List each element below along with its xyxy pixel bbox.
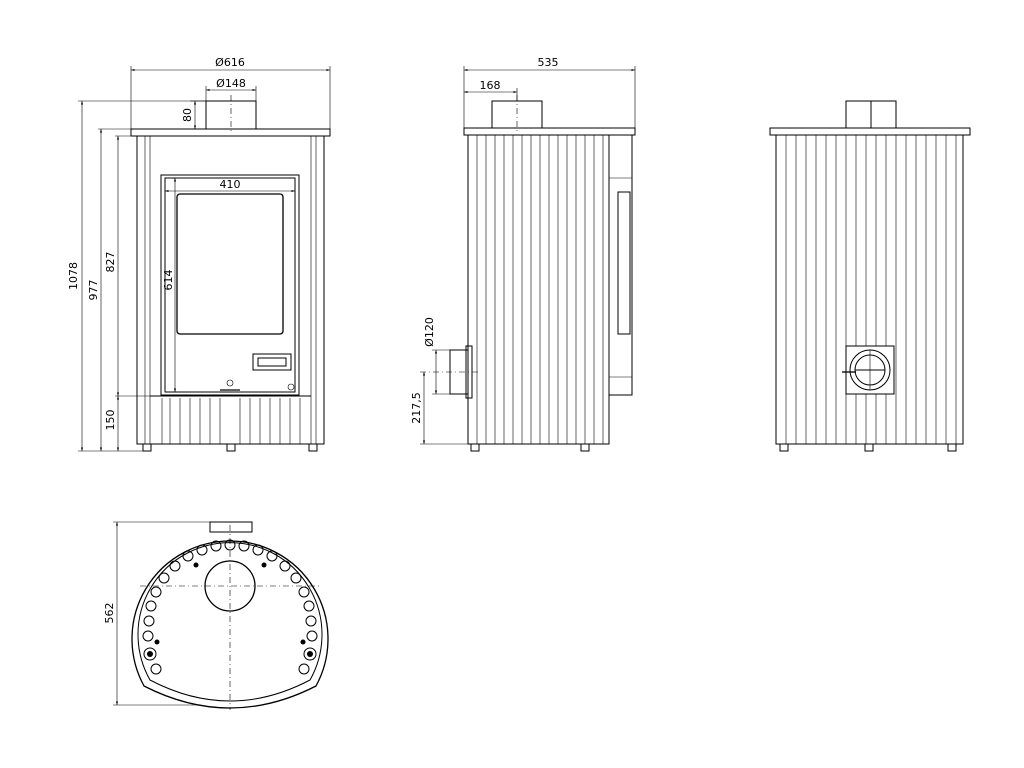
top-leg-fixing (143, 647, 157, 661)
front-base-ribs (161, 398, 301, 444)
dim-side-air-inlet-height: 217,5 (410, 392, 423, 424)
dim-front-total-height: 1078 (67, 262, 80, 290)
side-foot (470, 443, 480, 452)
top-outline (131, 540, 329, 709)
dim-front-flue-height: 80 (181, 108, 194, 122)
side-door-profile (608, 134, 633, 396)
front-view: Ø616 Ø148 80 1078 977 827 150 410 614 (67, 56, 331, 452)
rear-body-ribs (785, 135, 957, 444)
front-foot (142, 443, 152, 452)
dim-side-air-inlet-diameter: Ø120 (423, 317, 436, 347)
top-view: 562 (103, 521, 329, 710)
front-top-plate (130, 128, 331, 137)
rear-foot (779, 443, 789, 452)
top-leg-fixing (303, 647, 317, 661)
front-foot (226, 443, 236, 452)
front-door-frame (160, 174, 300, 396)
front-door-glass (176, 193, 284, 335)
side-top-plate (463, 127, 636, 136)
rear-foot (947, 443, 957, 452)
dim-front-flue-diameter: Ø148 (216, 77, 246, 90)
rear-body (775, 134, 964, 445)
dim-side-flue-offset: 168 (480, 79, 501, 92)
front-air-control-icon (287, 383, 295, 391)
side-view: 535 168 Ø120 217,5 (410, 56, 636, 452)
rear-foot (864, 443, 874, 452)
front-logo-icon (226, 379, 234, 387)
side-foot (580, 443, 590, 452)
dim-front-base-height: 150 (104, 410, 117, 431)
dim-front-door-width: 410 (220, 178, 241, 191)
side-body (467, 134, 610, 445)
top-vent-holes (142, 539, 318, 642)
top-rear-collar (209, 521, 253, 533)
dim-side-depth: 535 (538, 56, 559, 69)
dim-front-door-height: 614 (162, 270, 175, 291)
rear-view (769, 100, 971, 452)
rear-top-plate (769, 127, 971, 136)
front-foot (308, 443, 318, 452)
dim-front-overall-diameter: Ø616 (215, 56, 245, 69)
dim-front-upper-height: 827 (104, 252, 117, 273)
front-door-handle (252, 353, 292, 371)
dim-top-depth: 562 (103, 603, 116, 624)
dim-front-body-height: 977 (87, 280, 100, 301)
side-body-ribs (476, 135, 604, 444)
